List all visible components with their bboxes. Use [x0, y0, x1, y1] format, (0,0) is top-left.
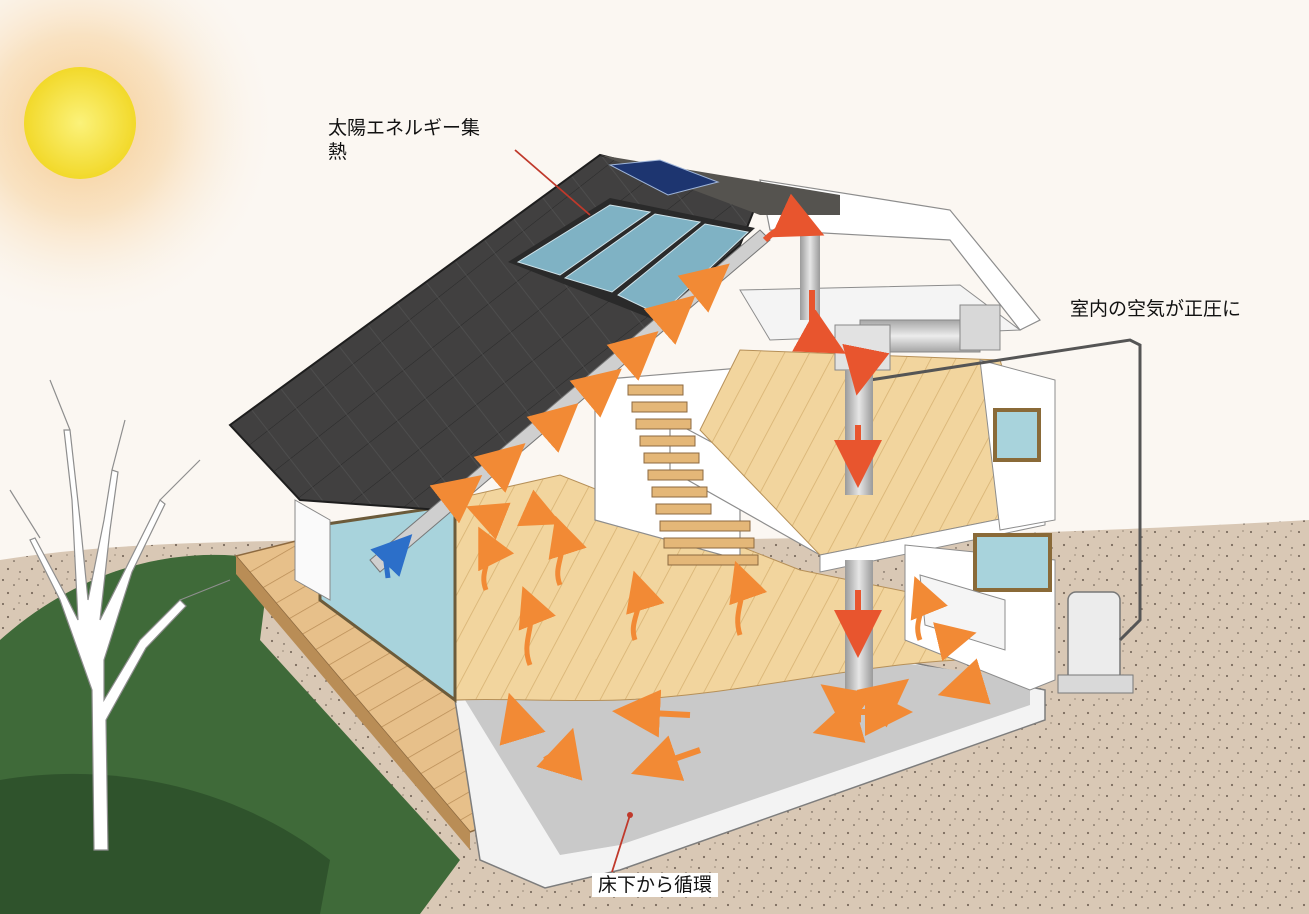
air-handler	[834, 324, 891, 371]
staircase	[627, 384, 759, 566]
duct-arrows	[762, 193, 890, 658]
gable-wall	[759, 179, 1041, 331]
tank-pipe	[869, 338, 1142, 642]
warm-air-arrows	[466, 489, 977, 666]
solar-label-leader	[514, 149, 591, 216]
lower-window	[973, 533, 1052, 592]
underfloor-label-leader	[611, 814, 631, 873]
underfloor-arrows	[499, 658, 991, 781]
solar-collection-label-line-2: 熱	[328, 141, 348, 163]
storage-tank-icon	[1057, 591, 1134, 694]
lawn-shadow	[0, 773, 330, 914]
solar-collection-label-line-1: 太陽エネルギー集	[328, 117, 481, 139]
tree-icon	[9, 379, 231, 851]
sun-icon	[24, 67, 136, 179]
underfloor-circulation-label: 床下から循環	[592, 873, 719, 897]
upper-window	[993, 408, 1041, 462]
roof-channel-arrows	[429, 263, 730, 524]
cool-air-arrow	[370, 534, 413, 579]
pv-panel	[608, 159, 720, 196]
west-wall	[294, 499, 331, 601]
solar-collection-label: 太陽エネルギー集 熱	[328, 116, 480, 164]
positive-pressure-label: 室内の空気が正圧に	[1070, 298, 1242, 320]
duct-outlet	[959, 304, 1001, 351]
